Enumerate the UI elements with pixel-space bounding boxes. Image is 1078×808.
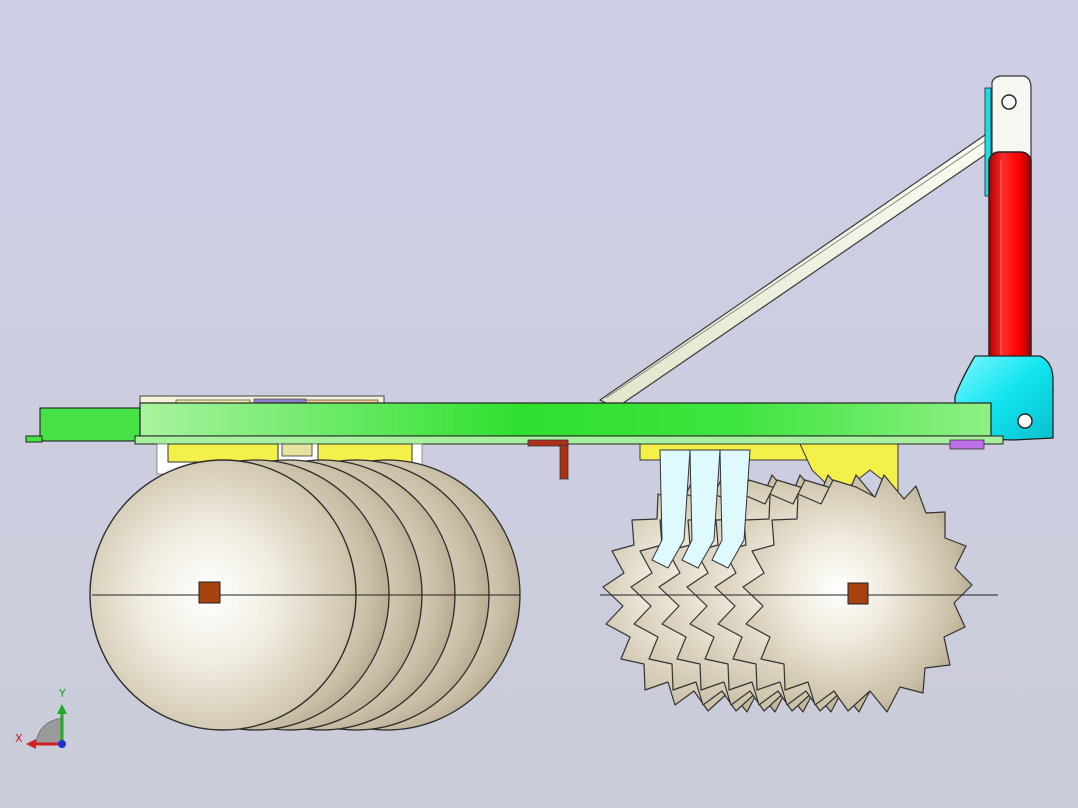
front-disc-gang[interactable]: [89, 443, 521, 731]
drop-bracket[interactable]: [527, 439, 569, 480]
bracket-pin-hole: [1017, 413, 1033, 429]
triad-z-axis: [58, 740, 66, 748]
triad-y-label: Y: [59, 687, 66, 700]
triad-quarter-disc: [35, 717, 63, 745]
front-axle-block: [198, 581, 221, 604]
triad-y-arrowhead: [57, 704, 67, 714]
mast-side-strip: [984, 87, 992, 197]
mast-pin-hole: [1001, 94, 1017, 110]
hydraulic-cylinder[interactable]: [988, 151, 1032, 365]
axis-triad: [26, 704, 67, 749]
rear-axle-block: [847, 582, 869, 605]
rear-disc-gang[interactable]: [600, 443, 998, 713]
spring-tines[interactable]: [651, 449, 751, 569]
hitch-link[interactable]: [598, 134, 996, 409]
main-frame[interactable]: [25, 395, 1004, 450]
rear-pad: [949, 439, 985, 450]
triad-x-arrowhead: [26, 739, 36, 749]
triad-x-label: X: [15, 732, 23, 745]
